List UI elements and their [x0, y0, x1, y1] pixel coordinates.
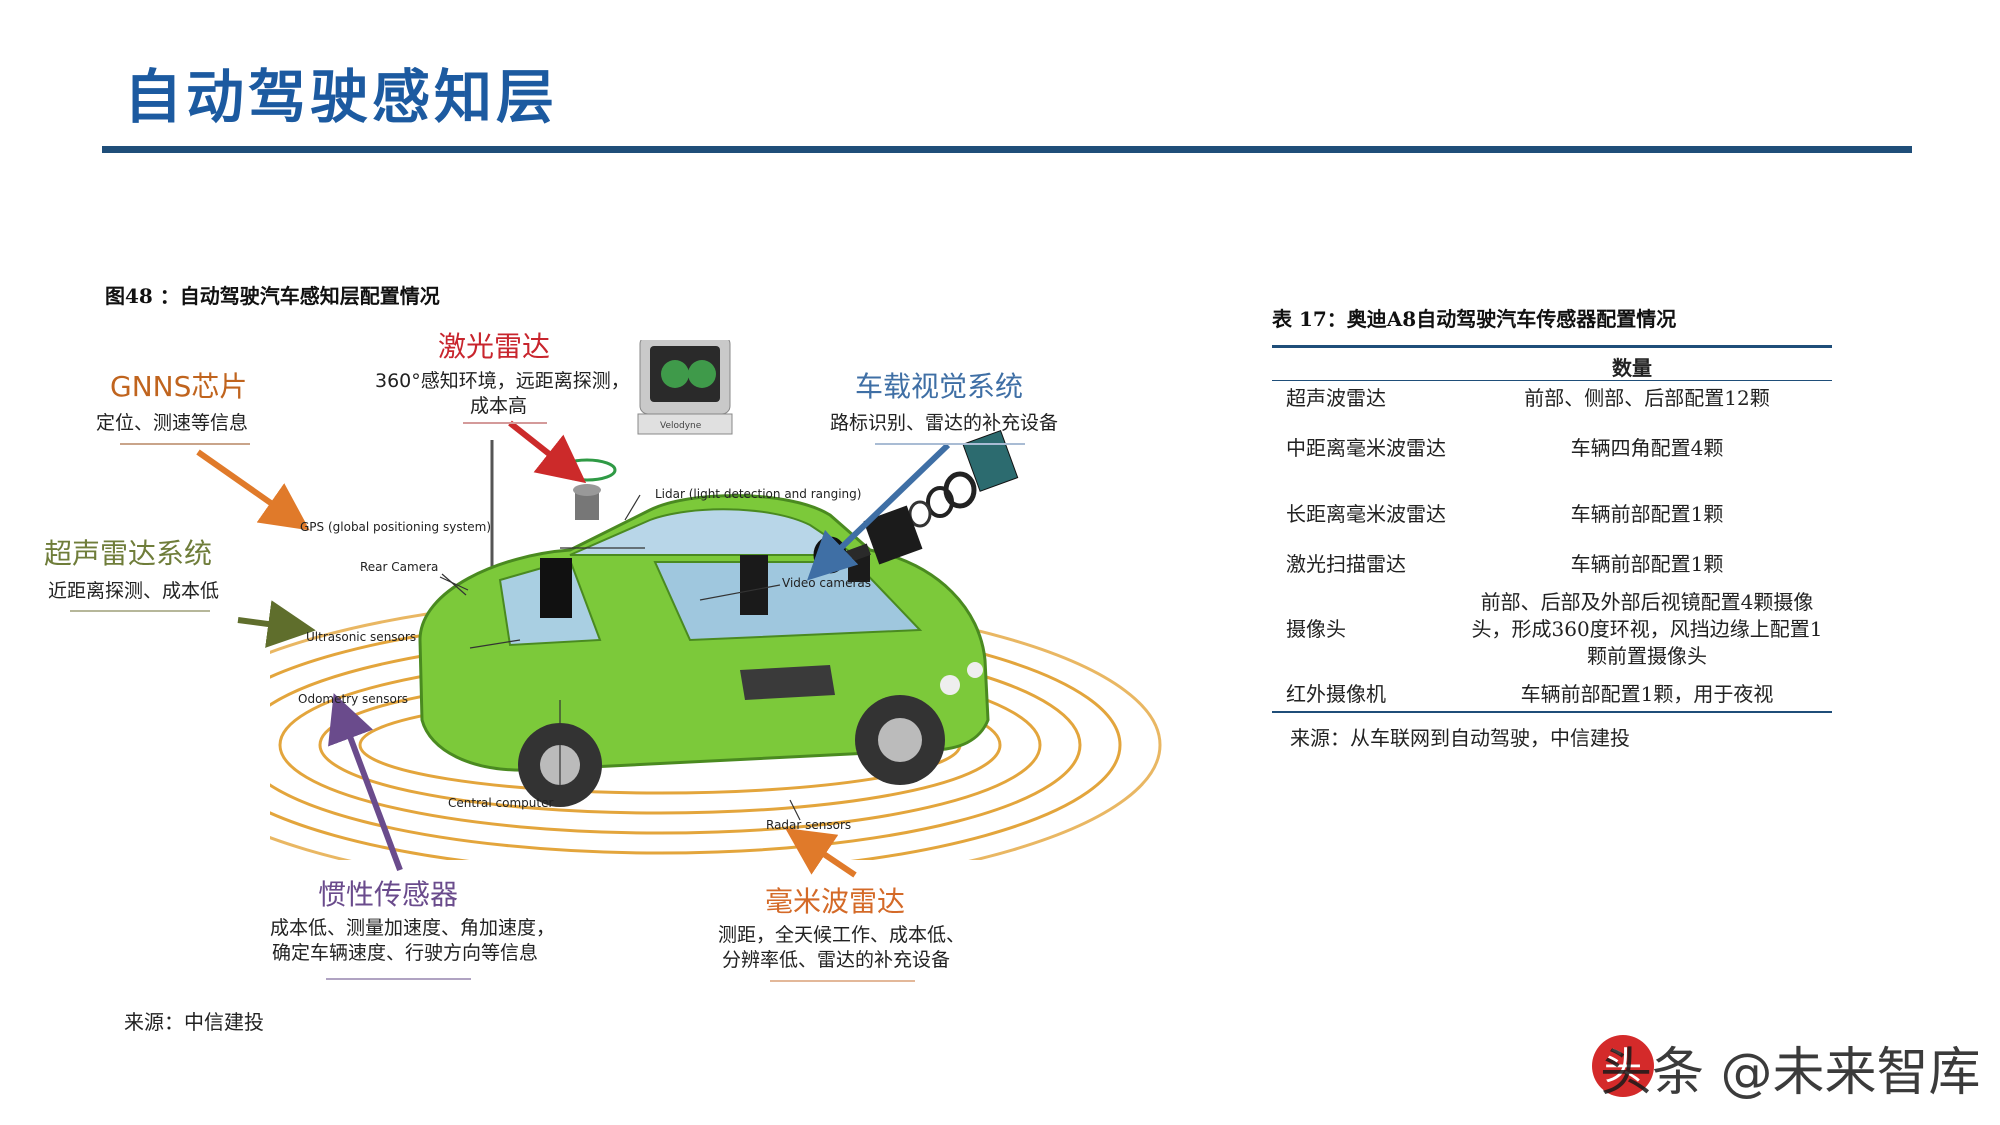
table-bottom-rule	[1272, 711, 1832, 713]
row-sensor-name: 中距离毫米波雷达	[1286, 435, 1446, 460]
callout-lidar-title: 激光雷达	[438, 330, 551, 363]
arrow-vision	[807, 442, 951, 581]
table-header: 数量	[1612, 356, 1652, 380]
watermark: 头条 @未来智库	[1600, 1043, 1981, 1103]
camera-bracket	[740, 555, 768, 615]
callout-mmwave-desc2: 分辨率低、雷达的补充设备	[722, 949, 951, 971]
callout-gnns-desc: 定位、测速等信息	[96, 412, 249, 434]
callout-lidar-desc2: 成本高	[470, 395, 528, 417]
callout-ultrasonic-underline	[70, 610, 210, 612]
figure-caption: 图48 ：自动驾驶汽车感知层配置情况	[105, 284, 440, 308]
label-video-cameras: Video cameras	[782, 576, 871, 590]
arrow-ultrasonic	[237, 600, 316, 648]
table-header-rule	[1272, 380, 1832, 381]
arrow-inertial	[328, 693, 403, 872]
callout-ultrasonic-title: 超声雷达系统	[44, 537, 213, 570]
callout-vision-title: 车载视觉系统	[855, 370, 1024, 403]
label-radar: Radar sensors	[766, 818, 852, 832]
table-row: 中距离毫米波雷达 车辆四角配置4颗	[1272, 415, 1832, 481]
roof-lidar	[557, 458, 617, 520]
table-top-rule	[1272, 345, 1832, 348]
lidar-brand-label: Velodyne	[660, 421, 702, 431]
toutiao-logo-icon: 头	[1592, 1035, 1654, 1097]
label-gps: GPS (global positioning system)	[300, 520, 492, 534]
label-ultrasonic: Ultrasonic sensors	[306, 630, 417, 644]
table-caption: 表 17：奥迪A8自动驾驶汽车传感器配置情况	[1272, 307, 1677, 331]
title-divider	[102, 146, 1912, 153]
table-row: 长距离毫米波雷达 车辆前部配置1颗	[1272, 481, 1832, 547]
callout-inertial-desc1: 成本低、测量加速度、角加速度，	[270, 917, 556, 939]
callout-inertial-underline	[326, 978, 471, 980]
arrow-lidar	[508, 420, 587, 484]
table-row: 激光扫描雷达 车辆前部配置1颗	[1272, 547, 1832, 581]
table-row: 红外摄像机 车辆前部配置1颗，用于夜视	[1272, 677, 1832, 711]
callout-mmwave-title: 毫米波雷达	[765, 885, 906, 918]
table-source: 来源：从车联网到自动驾驶，中信建投	[1290, 726, 1630, 750]
sensor-config-table: 数量 超声波雷达 前部、侧部、后部配置12颗 中距离毫米波雷达 车辆四角配置4颗…	[1272, 345, 1832, 713]
label-rear-camera: Rear Camera	[360, 560, 439, 574]
arrow-mmwave	[785, 827, 857, 878]
row-sensor-name: 超声波雷达	[1286, 385, 1386, 410]
callout-vision-desc: 路标识别、雷达的补充设备	[830, 412, 1059, 434]
callout-ultrasonic-desc: 近距离探测、成本低	[48, 580, 220, 602]
label-central-computer: Central computer	[448, 796, 554, 810]
callout-inertial-title: 惯性传感器	[318, 878, 459, 911]
row-sensor-value: 车辆前部配置1颗	[1570, 551, 1724, 576]
velodyne-lidar-unit: Velodyne	[637, 340, 733, 435]
callout-vision-underline	[875, 443, 1025, 445]
callout-lidar-desc1: 360°感知环境，远距离探测，	[375, 370, 630, 392]
callout-gnns-underline	[120, 443, 250, 445]
page-title: 自动驾驶感知层	[124, 63, 559, 131]
callout-inertial-desc2: 确定车辆速度、行驶方向等信息	[272, 942, 539, 964]
callout-lidar-underline	[463, 422, 547, 424]
callout-mmwave-underline	[770, 980, 915, 982]
row-sensor-name: 长距离毫米波雷达	[1286, 501, 1446, 526]
row-sensor-value: 车辆前部配置1颗，用于夜视	[1520, 681, 1774, 706]
label-odometry: Odometry sensors	[298, 692, 409, 706]
table-row: 超声波雷达 前部、侧部、后部配置12颗	[1272, 381, 1832, 415]
figure-source: 来源：中信建投	[124, 1010, 264, 1034]
row-sensor-value: 车辆前部配置1颗	[1570, 501, 1724, 526]
row-sensor-name: 红外摄像机	[1286, 681, 1386, 706]
callout-gnns-title: GNNS芯片	[110, 370, 248, 403]
table-row: 摄像头 前部、后部及外部后视镜配置4颗摄像头，形成360度环视，风挡边缘上配置1…	[1272, 581, 1832, 677]
row-sensor-name: 摄像头	[1286, 616, 1346, 641]
row-sensor-value: 车辆四角配置4颗	[1570, 435, 1724, 460]
row-sensor-name: 激光扫描雷达	[1286, 551, 1406, 576]
callout-mmwave-desc1: 测距，全天候工作、成本低、	[718, 924, 966, 946]
row-sensor-value: 前部、后部及外部后视镜配置4颗摄像头，形成360度环视，风挡边缘上配置1颗前置摄…	[1471, 589, 1823, 668]
arrow-gnns	[196, 449, 310, 531]
label-lidar: Lidar (light detection and ranging)	[655, 487, 862, 501]
row-sensor-value: 前部、侧部、后部配置12颗	[1524, 385, 1770, 410]
